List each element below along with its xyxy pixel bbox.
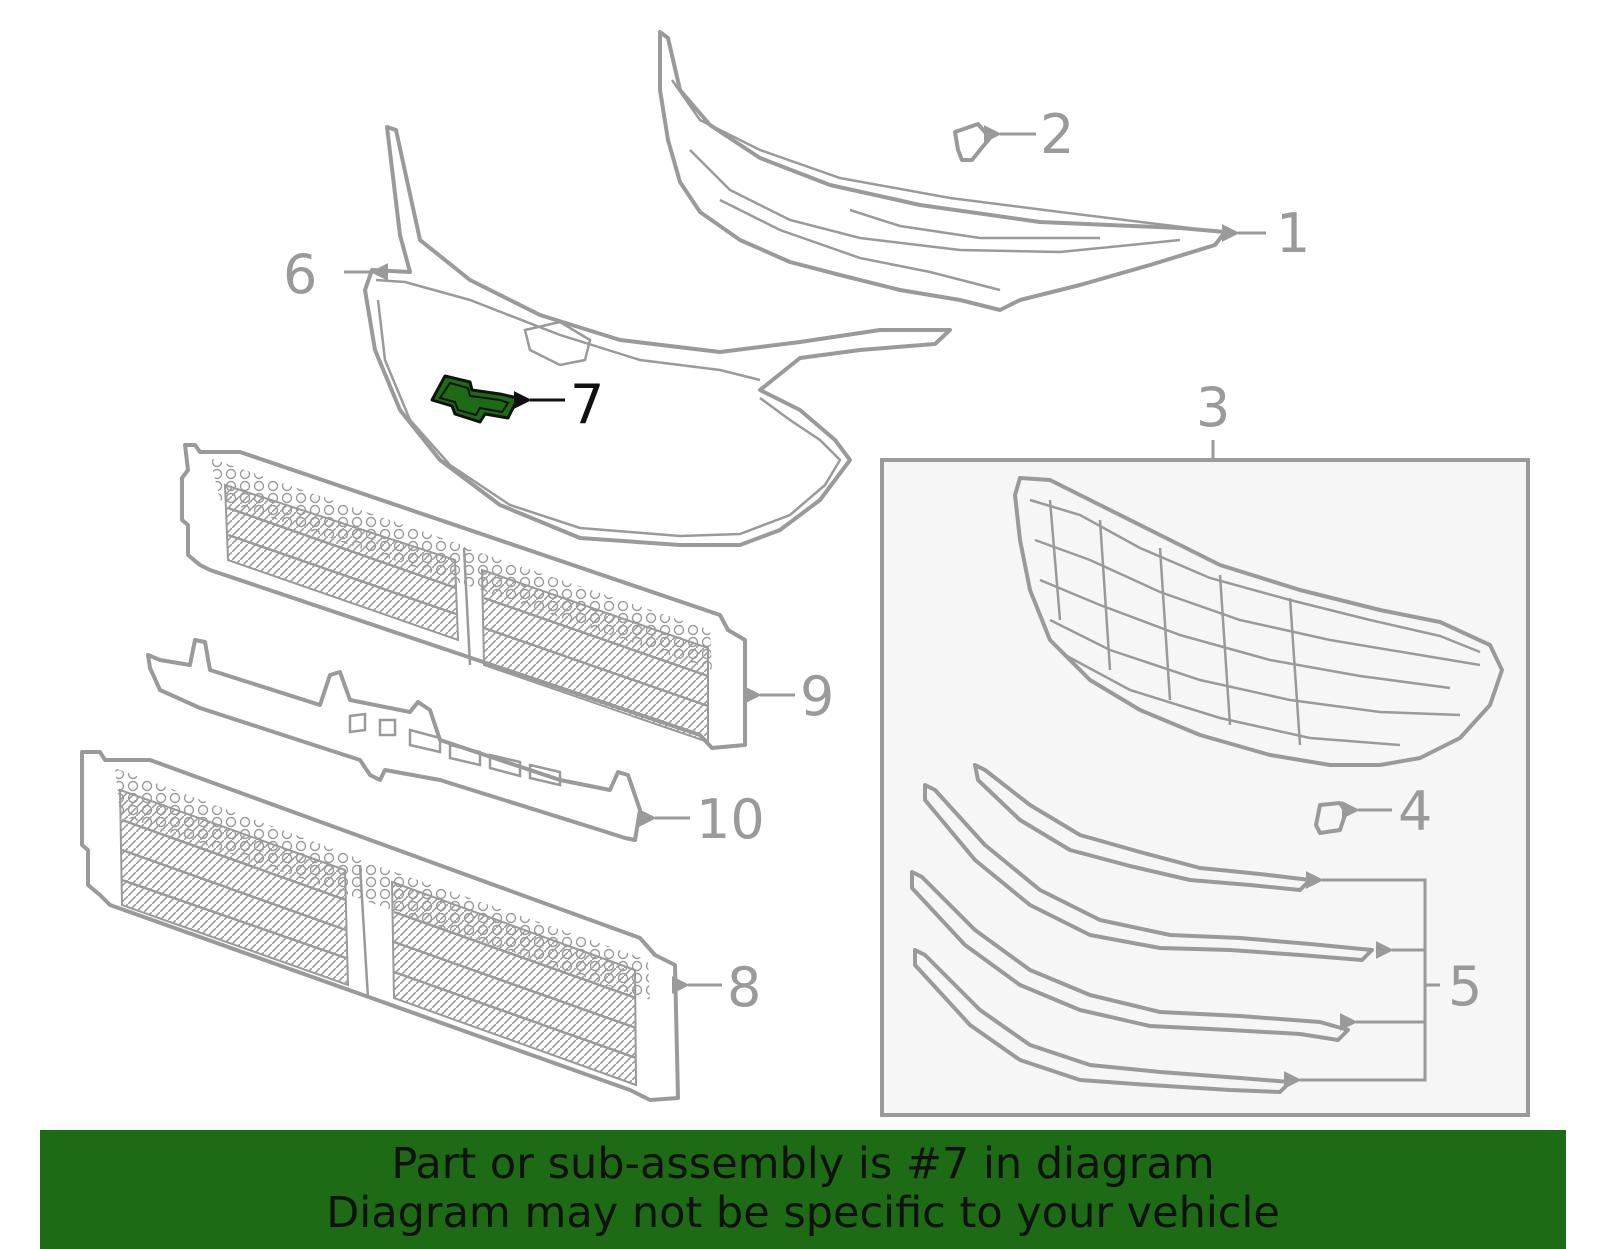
callout-label-2: 2 bbox=[1040, 103, 1074, 166]
callout-label-3: 3 bbox=[1196, 376, 1230, 439]
part-3-grille-assembly-box bbox=[880, 440, 1530, 1117]
callout-2: 2 bbox=[983, 103, 1074, 166]
part-10-lower-bracket bbox=[146, 638, 642, 842]
part-2-clip bbox=[953, 122, 992, 162]
callout-8: 8 bbox=[671, 956, 761, 1019]
callout-label-10: 10 bbox=[696, 788, 765, 851]
callout-label-5: 5 bbox=[1448, 955, 1482, 1018]
callout-6: 6 bbox=[283, 243, 389, 306]
info-banner: Part or sub-assembly is #7 in diagram Di… bbox=[40, 1130, 1566, 1249]
callout-label-8: 8 bbox=[727, 956, 761, 1019]
part-4-clip bbox=[1314, 801, 1348, 835]
callout-9: 9 bbox=[743, 665, 834, 728]
callout-5: 5 bbox=[1283, 871, 1482, 1089]
callout-label-9: 9 bbox=[800, 665, 834, 728]
callout-4: 4 bbox=[1341, 780, 1432, 843]
part-7-emblem bbox=[430, 374, 520, 424]
banner-line-disclaimer: Diagram may not be specific to your vehi… bbox=[326, 1188, 1280, 1238]
part-8-lower-shutter bbox=[80, 750, 680, 1102]
callout-3: 3 bbox=[1196, 376, 1230, 439]
banner-line-part: Part or sub-assembly is #7 in diagram bbox=[391, 1139, 1215, 1189]
part-9-upper-shutter bbox=[180, 443, 747, 750]
callout-label-1: 1 bbox=[1276, 202, 1310, 265]
part-6-grille-molding bbox=[363, 125, 952, 547]
callout-7: 7 bbox=[513, 373, 604, 436]
callout-label-6: 6 bbox=[283, 243, 317, 306]
callout-label-4: 4 bbox=[1398, 780, 1432, 843]
callout-label-7: 7 bbox=[570, 373, 604, 436]
callout-1: 1 bbox=[1221, 202, 1310, 265]
callout-10: 10 bbox=[638, 788, 765, 851]
part-1-upper-bracket bbox=[658, 30, 1227, 312]
